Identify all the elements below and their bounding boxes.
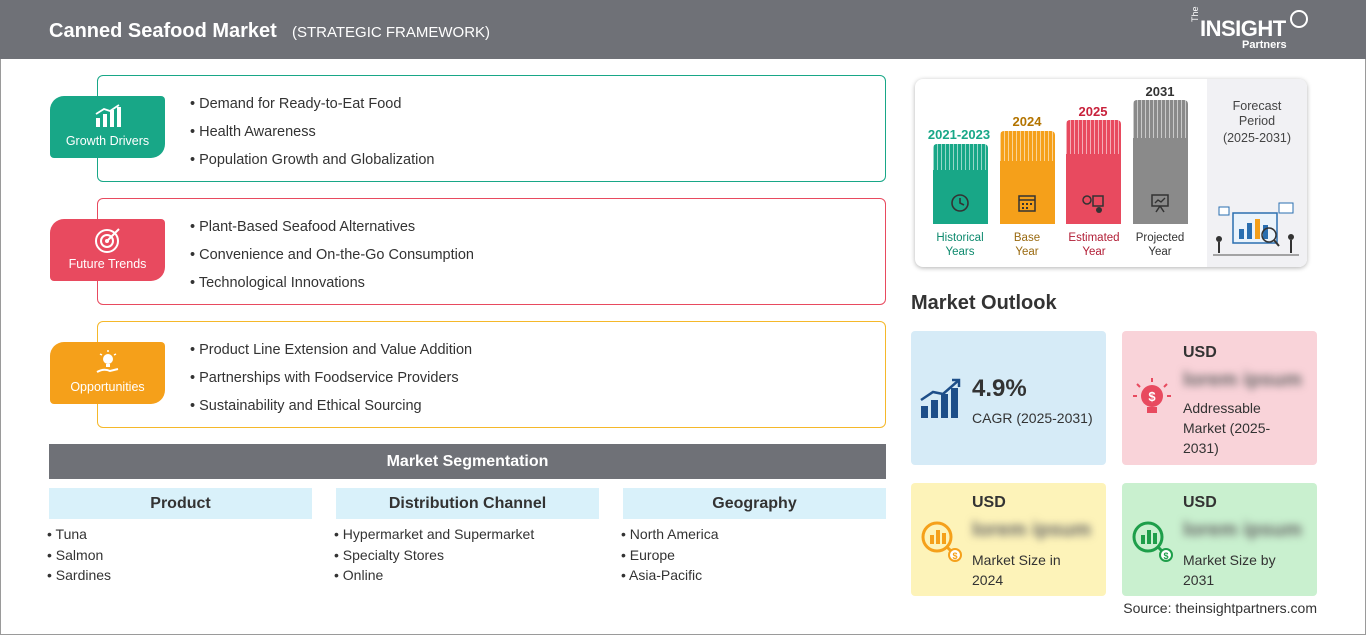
- list-item: • Convenience and On-the-Go Consumption: [190, 247, 474, 263]
- logo-partners: Partners: [1242, 39, 1287, 51]
- coin-chart-icon: $: [921, 521, 962, 562]
- page-title: Canned Seafood Market: [49, 20, 277, 42]
- segment-header-geography: Geography: [623, 488, 886, 519]
- segment-header-product: Product: [49, 488, 312, 519]
- addressable-value: lorem ipsum: [1183, 369, 1302, 391]
- list-item: • Specialty Stores: [334, 546, 444, 563]
- bar-estimated: [1066, 120, 1121, 224]
- coin-chart-icon: $: [1132, 521, 1173, 562]
- growth-drivers-card: • Demand for Ready-to-Eat Food • Health …: [97, 75, 886, 182]
- growth-bars-icon: [920, 378, 961, 418]
- logo-ring-icon: [1290, 10, 1308, 28]
- analytics-illustration-icon: [1213, 202, 1299, 256]
- opportunities-card: • Product Line Extension and Value Addit…: [97, 321, 886, 428]
- svg-text:$: $: [952, 551, 957, 561]
- list-item: • Tuna: [47, 526, 87, 542]
- bar-year-estimated: 2025: [1078, 104, 1108, 119]
- opportunities-label: Opportunities: [70, 380, 145, 394]
- source-credit[interactable]: Source: theinsightpartners.com: [1123, 600, 1317, 616]
- calendar-icon: [1018, 195, 1036, 212]
- presentation-icon: [1151, 194, 1169, 213]
- market-size-2024-usd: USD: [972, 494, 1006, 511]
- bar-year-projected: 2031: [1145, 84, 1175, 99]
- market-outlook-title: Market Outlook: [911, 292, 1057, 314]
- distribution-list: • Hypermarket and Supermarket • Specialt…: [334, 526, 534, 588]
- bar-base: [1000, 131, 1055, 224]
- growth-drivers-list: • Demand for Ready-to-Eat Food • Health …: [190, 96, 434, 180]
- logo-insight: INSIGHT: [1200, 16, 1286, 41]
- list-item: • Partnerships with Foodservice Provider…: [190, 370, 459, 386]
- timeline-panel: Forecast Period (2025-2031) 2021-2023 Hi…: [915, 79, 1307, 267]
- idea-dollar-icon: $: [1133, 378, 1171, 413]
- list-item: • North America: [621, 526, 719, 542]
- segment-header-distribution: Distribution Channel: [336, 488, 599, 519]
- list-item: • Asia-Pacific: [621, 567, 703, 583]
- svg-text:$: $: [1148, 389, 1156, 404]
- svg-text:$: $: [1163, 551, 1168, 561]
- bar-projected: [1133, 100, 1188, 224]
- list-item: • Population Growth and Globalization: [190, 152, 435, 168]
- list-item: • Sustainability and Ethical Sourcing: [190, 398, 422, 414]
- product-list: • Tuna • Salmon • Sardines: [47, 526, 111, 588]
- list-item: • Hypermarket and Supermarket: [334, 526, 535, 542]
- market-size-2031-value: lorem ipsum: [1183, 519, 1302, 541]
- header-bar: Canned Seafood Market (STRATEGIC FRAMEWO…: [0, 0, 1366, 59]
- growth-drivers-label: Growth Drivers: [65, 134, 150, 148]
- market-segmentation-bar: Market Segmentation: [49, 444, 886, 479]
- future-trends-list: • Plant-Based Seafood Alternatives • Con…: [190, 219, 474, 303]
- list-item: • Technological Innovations: [190, 275, 365, 291]
- future-trends-card: • Plant-Based Seafood Alternatives • Con…: [97, 198, 886, 305]
- logo-the: The: [1190, 6, 1200, 22]
- market-size-2031-usd: USD: [1183, 494, 1217, 511]
- list-item: • Online: [334, 567, 384, 583]
- target-icon: [95, 228, 120, 253]
- bar-year-base: 2024: [1012, 114, 1042, 129]
- list-item: • Salmon: [47, 546, 104, 563]
- future-trends-tag: Future Trends: [50, 219, 165, 281]
- cagr-box: 4.9% CAGR (2025-2031): [911, 331, 1106, 465]
- bar-historical: [933, 144, 988, 224]
- list-item: • Product Line Extension and Value Addit…: [190, 342, 473, 358]
- list-item: • Demand for Ready-to-Eat Food: [190, 96, 402, 112]
- growth-chart-icon: [95, 104, 121, 127]
- market-size-2024-value: lorem ipsum: [972, 519, 1091, 541]
- list-item: • Europe: [621, 546, 675, 563]
- cagr-value: 4.9%: [972, 375, 1027, 402]
- opportunities-tag: Opportunities: [50, 342, 165, 404]
- growth-drivers-tag: Growth Drivers: [50, 96, 165, 158]
- estimate-icon: [1082, 195, 1104, 213]
- future-trends-label: Future Trends: [68, 257, 147, 271]
- cagr-label: CAGR (2025-2031): [972, 410, 1093, 426]
- list-item: • Plant-Based Seafood Alternatives: [190, 219, 416, 235]
- bar-year-historical: 2021-2023: [927, 127, 991, 142]
- addressable-usd: USD: [1183, 344, 1217, 361]
- geography-list: • North America • Europe • Asia-Pacific: [621, 526, 719, 588]
- lightbulb-hand-icon: [96, 350, 119, 373]
- list-item: • Sardines: [47, 567, 112, 583]
- list-item: • Health Awareness: [190, 124, 316, 140]
- history-icon: [951, 194, 969, 212]
- forecast-period-text: Forecast Period (2025-2031): [1222, 99, 1292, 145]
- page-subtitle: (STRATEGIC FRAMEWORK): [292, 24, 491, 41]
- opportunities-list: • Product Line Extension and Value Addit…: [190, 342, 472, 426]
